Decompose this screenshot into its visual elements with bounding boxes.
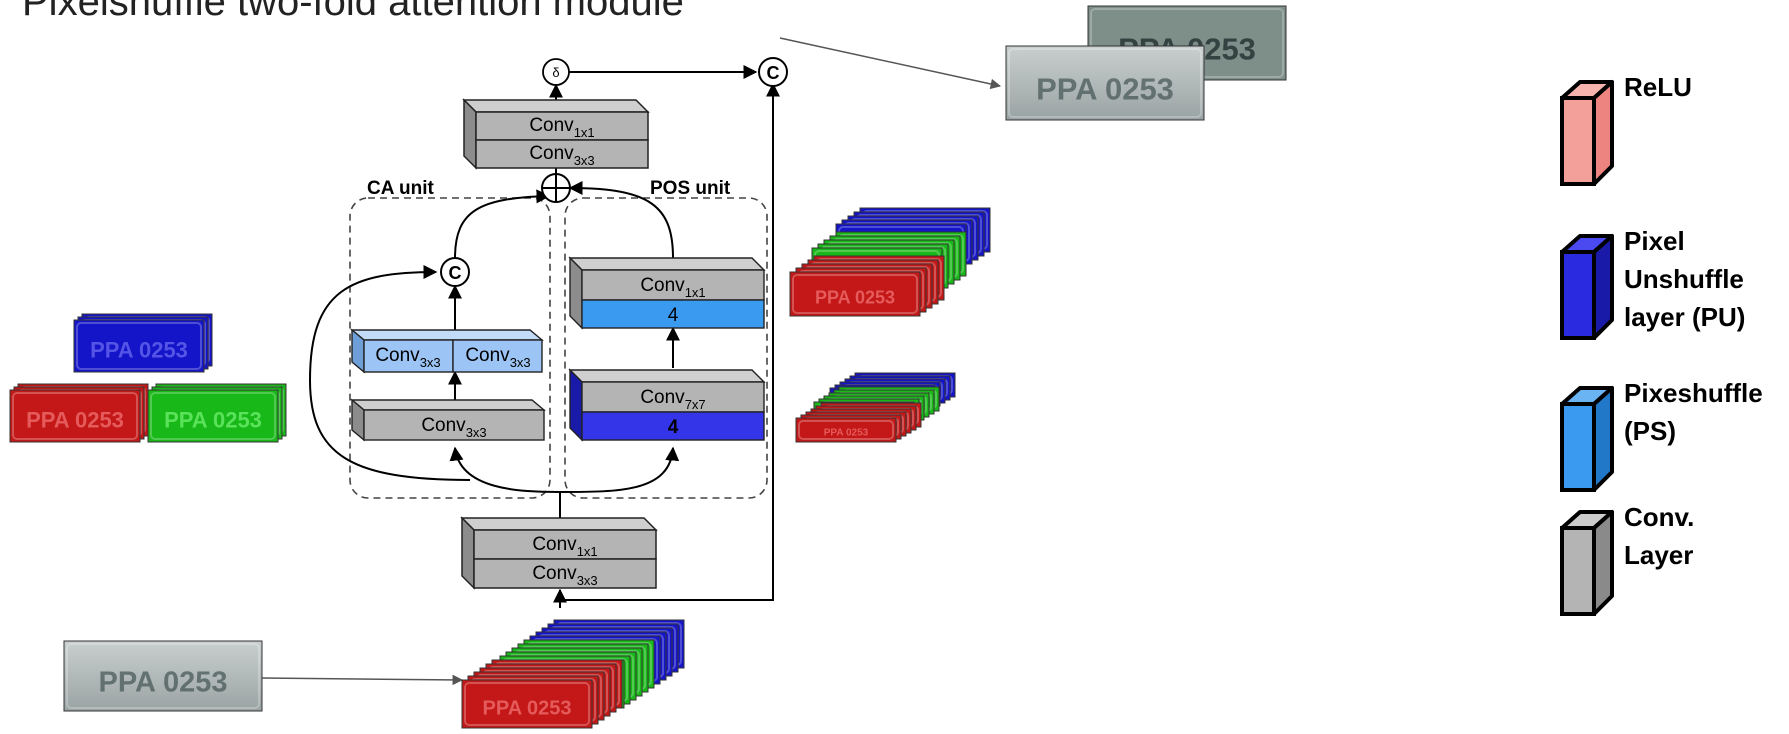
connector-lines [308,65,780,608]
right-red-stack-0: PPA 0253 [789,271,921,317]
ca-small-right-label: Conv3x3 [465,345,530,370]
svg-text:PPA 0253: PPA 0253 [90,337,188,362]
ca-conv3x3-block: Conv3x3 [350,398,546,442]
legend-swatch-front [1560,96,1596,186]
input-arrow [261,674,464,686]
bottom-red-stack-0: PPA 0253 [461,679,593,729]
legend-label: Pixeshuffle [1624,378,1763,408]
legend-item-4: Conv. Layer [1560,502,1694,616]
legend-swatch-front [1560,526,1596,616]
sigma-symbol: δ [552,65,559,80]
add-node [541,173,571,203]
ca-small-left-label: Conv3x3 [375,345,440,370]
legend-label: ReLU [1624,72,1692,102]
legend-swatch-side [1592,386,1614,492]
concat-node-ca: C [440,257,470,287]
legend-item-3: Pixeshuffle (PS) [1560,378,1763,492]
pos-unit-label: POS unit [650,178,731,199]
legend-swatch-front [1560,402,1596,492]
input-plate: PPA 0253 [63,640,263,712]
page-title: Pixelshuffle two-fold attention module [22,0,684,24]
svg-text:PPA 0253: PPA 0253 [164,407,262,432]
svg-text:PPA 0253: PPA 0253 [824,427,869,438]
legend-label: (PS) [1624,416,1676,446]
legend-label: Pixel [1624,226,1685,256]
legend-label: Unshuffle [1624,264,1744,294]
ca-unit-box [349,197,551,499]
svg-text:PPA 0253: PPA 0253 [483,698,572,720]
pos-lower-block: Conv7x7 4 [568,368,766,442]
top-conv-block: Conv1x1 Conv3x3 [462,98,650,170]
svg-text:Conv1x1: Conv1x1 [532,534,597,559]
bottom-conv-block: Conv1x1 Conv3x3 [460,516,658,590]
pos-upper-band: 4 [668,305,679,326]
legend-label: Conv. [1624,502,1694,532]
output-plate-front: PPA 0253 [1005,45,1205,121]
output-arrow [779,37,1002,90]
concat-symbol-ca: C [449,263,462,283]
concat-node-top: C [758,57,788,87]
svg-text:Conv1x1: Conv1x1 [529,115,594,140]
svg-text:PPA 0253: PPA 0253 [815,288,895,308]
svg-text:Conv7x7: Conv7x7 [640,387,705,412]
legend-swatch-side [1592,234,1614,340]
svg-text:PPA 0253: PPA 0253 [99,666,228,698]
svg-text:Conv1x1: Conv1x1 [640,275,705,300]
legend-label: Layer [1624,540,1693,570]
left-green-stack-0: PPA 0253 [147,389,279,443]
svg-text:Conv3x3: Conv3x3 [529,143,594,168]
small-red-stack-0: PPA 0253 [795,417,897,443]
legend-swatch-front [1560,250,1596,340]
ca-unit-label: CA unit [367,178,435,199]
svg-text:Conv3x3: Conv3x3 [532,563,597,588]
sigma-node: δ [542,58,570,86]
pos-lower-band: 4 [668,417,679,438]
ca-conv3x3-pair: Conv3x3 Conv3x3 [350,328,544,374]
legend-swatch-side [1592,80,1614,186]
legend-swatch-side [1592,510,1614,616]
pos-unit-box [564,197,768,499]
left-red-stack-0: PPA 0253 [9,389,141,443]
legend-item-1: ReLU [1560,72,1692,186]
svg-text:PPA 0253: PPA 0253 [26,407,124,432]
left-blue-stack-0: PPA 0253 [73,319,205,373]
svg-text:PPA 0253: PPA 0253 [1036,71,1174,106]
pos-upper-block: Conv1x1 4 [568,256,766,330]
concat-symbol-top: C [767,63,780,83]
legend-label: layer (PU) [1624,302,1745,332]
svg-text:Conv3x3: Conv3x3 [421,415,486,440]
